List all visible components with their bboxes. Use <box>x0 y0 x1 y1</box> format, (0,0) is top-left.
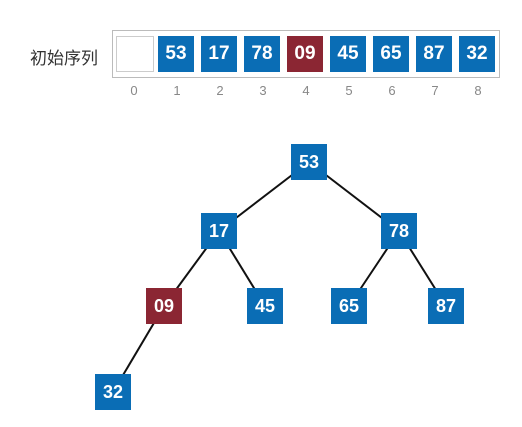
array-index-5: 5 <box>345 83 353 98</box>
array-index-7: 7 <box>431 83 439 98</box>
tree-node-53: 53 <box>291 144 327 180</box>
array-cell-5: 45 <box>330 36 366 72</box>
array-index-2: 2 <box>216 83 224 98</box>
array-index-6: 6 <box>388 83 396 98</box>
array-cell-6: 65 <box>373 36 409 72</box>
array-container: 53 17 78 09 45 65 87 32 <box>112 30 500 78</box>
array-index-1: 1 <box>173 83 181 98</box>
array-cell-8: 32 <box>459 36 495 72</box>
array-cell-1: 53 <box>158 36 194 72</box>
array-cell-4: 09 <box>287 36 323 72</box>
tree-node-65: 65 <box>331 288 367 324</box>
tree-node-17: 17 <box>201 213 237 249</box>
array-cell-0 <box>116 36 154 72</box>
sequence-label: 初始序列 <box>30 49 98 69</box>
array-cell-2: 17 <box>201 36 237 72</box>
array-index-0: 0 <box>130 83 138 98</box>
tree-node-87: 87 <box>428 288 464 324</box>
array-index-3: 3 <box>259 83 267 98</box>
array-cell-7: 87 <box>416 36 452 72</box>
array-index-4: 4 <box>302 83 310 98</box>
array-cell-3: 78 <box>244 36 280 72</box>
tree-node-32: 32 <box>95 374 131 410</box>
array-index-8: 8 <box>474 83 482 98</box>
tree-node-45: 45 <box>247 288 283 324</box>
tree-node-78: 78 <box>381 213 417 249</box>
tree-node-09: 09 <box>146 288 182 324</box>
